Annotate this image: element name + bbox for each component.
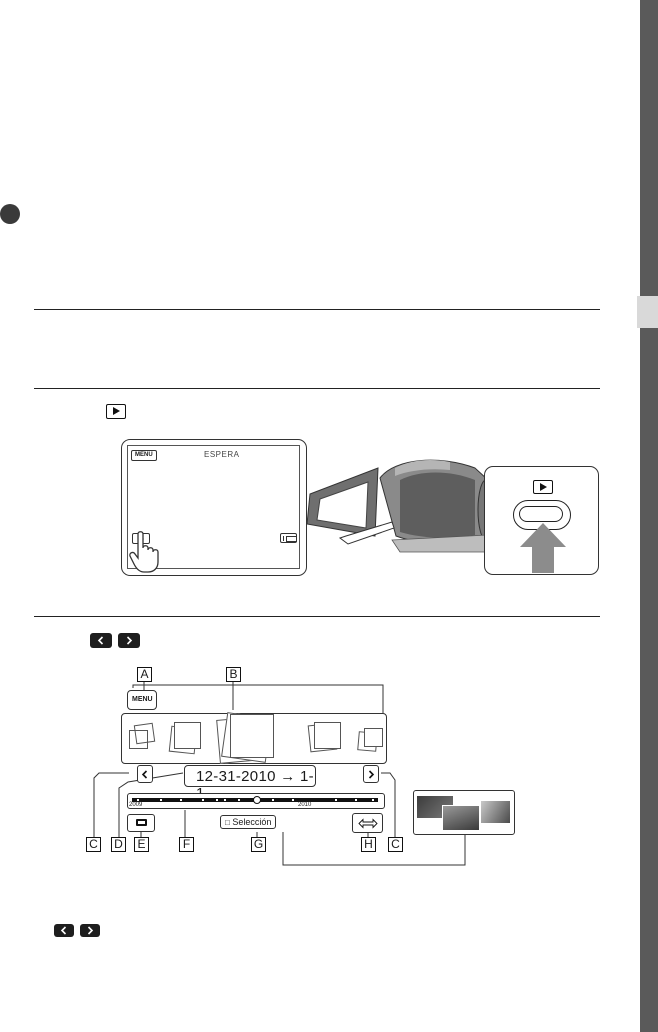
callout-a: A [137,667,152,682]
preview-photo [442,805,480,831]
timeline-year-end: 2010 [298,802,312,808]
callout-d: D [111,837,126,852]
swap-button[interactable] [352,813,383,833]
play-icon [533,480,553,494]
event-thumbnail-selected[interactable] [230,714,274,758]
hand-pointer-icon [129,531,159,573]
menu-button[interactable]: MENU [127,690,157,710]
section-tab [637,296,658,328]
option-icon[interactable] [280,533,297,543]
previous-icon [54,924,74,937]
index-icon [136,819,147,826]
event-thumbnail[interactable] [174,722,201,749]
previous-icon [141,770,148,779]
divider [34,616,600,617]
highlight-preview [413,790,515,835]
timeline-markers [137,796,374,804]
event-strip [121,712,387,764]
event-thumbnail[interactable] [314,722,341,749]
previous-icon [90,633,112,648]
next-icon [80,924,100,937]
next-button[interactable] [363,765,379,783]
divider [34,388,600,389]
lcd-screen-illustration: MENU ESPERA [121,439,307,576]
play-button-closeup [484,466,599,575]
swap-icon [358,818,378,829]
divider [34,309,600,310]
event-thumbnail[interactable] [129,730,148,749]
callout-b: B [226,667,241,682]
previous-button[interactable] [137,765,153,783]
play-icon [106,404,126,419]
callout-lines [93,679,466,866]
menu-button[interactable]: MENU [131,450,157,461]
camera-icon: □ [225,818,230,827]
next-icon [118,633,140,648]
callout-e: E [134,837,149,852]
callout-g: G [251,837,266,852]
press-arrow-icon [520,523,566,573]
bullet-marker [0,204,20,224]
timeline-bar[interactable]: 2009 2010 [127,793,385,809]
callout-c-right: C [388,837,403,852]
next-icon [368,770,375,779]
selection-label: Selección [232,817,272,827]
event-date-range: 12-31-2010 → 1-1 [184,765,316,802]
camcorder-icon [306,459,495,553]
timeline-year-start: 2009 [129,802,143,808]
callout-c-left: C [86,837,101,852]
preview-photo [481,801,510,823]
callout-h: H [361,837,376,852]
callout-f: F [179,837,194,852]
lcd-display: MENU ESPERA [127,445,300,569]
index-button[interactable] [127,814,155,832]
status-text: ESPERA [204,450,240,459]
selection-button[interactable]: □ Selección [220,815,277,829]
menu-label: MENU [132,696,153,703]
event-thumbnail[interactable] [364,728,383,747]
page-edge-bar [640,0,658,1032]
